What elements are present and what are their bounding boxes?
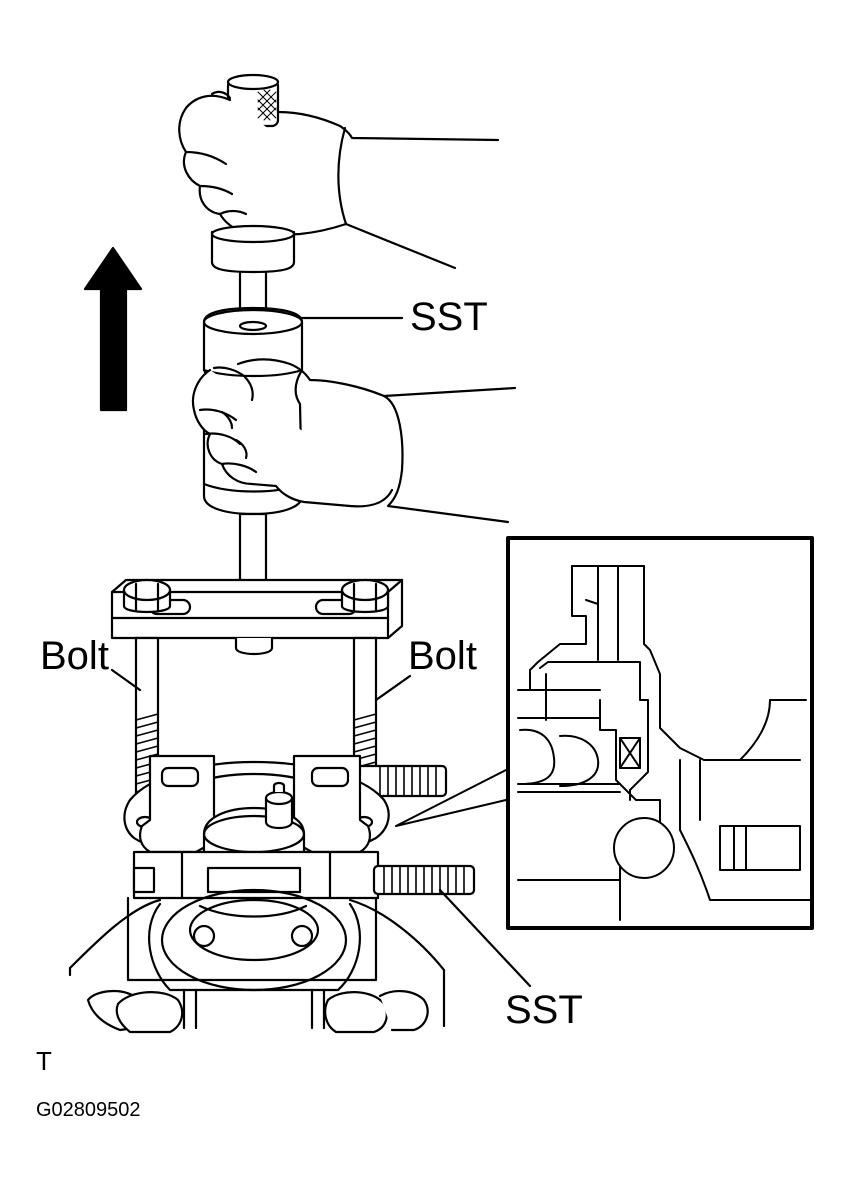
- puller-jaw-right: [292, 754, 371, 854]
- sst-label-top: SST: [410, 295, 488, 339]
- figure-code: G02809502: [36, 1099, 141, 1121]
- puller-jaw-left: [139, 754, 216, 854]
- bolt-label-left: Bolt: [40, 634, 109, 678]
- inset-callout-lines: [395, 769, 507, 827]
- hammer-stop-collar: [210, 224, 296, 274]
- bolt-head-left: [122, 578, 172, 614]
- detail-inset: [506, 536, 814, 930]
- knurl-pattern: [257, 89, 277, 121]
- sst-bottom-leader: [438, 888, 532, 988]
- bolt-left-leader: [110, 668, 142, 692]
- steering-knuckle: [148, 888, 361, 992]
- bolt-label-right: Bolt: [408, 634, 477, 678]
- upward-arrow-icon: [83, 246, 143, 412]
- shaft-nut-under-plate: [234, 636, 274, 656]
- support-base: [68, 896, 446, 1034]
- lower-gloved-hand: [191, 358, 517, 524]
- bolt-right-leader: [374, 674, 412, 702]
- corner-mark: T: [36, 1046, 52, 1076]
- bolt-head-right: [340, 578, 390, 614]
- lower-threaded-rod: [372, 864, 476, 896]
- sst-label-bottom: SST: [505, 988, 583, 1032]
